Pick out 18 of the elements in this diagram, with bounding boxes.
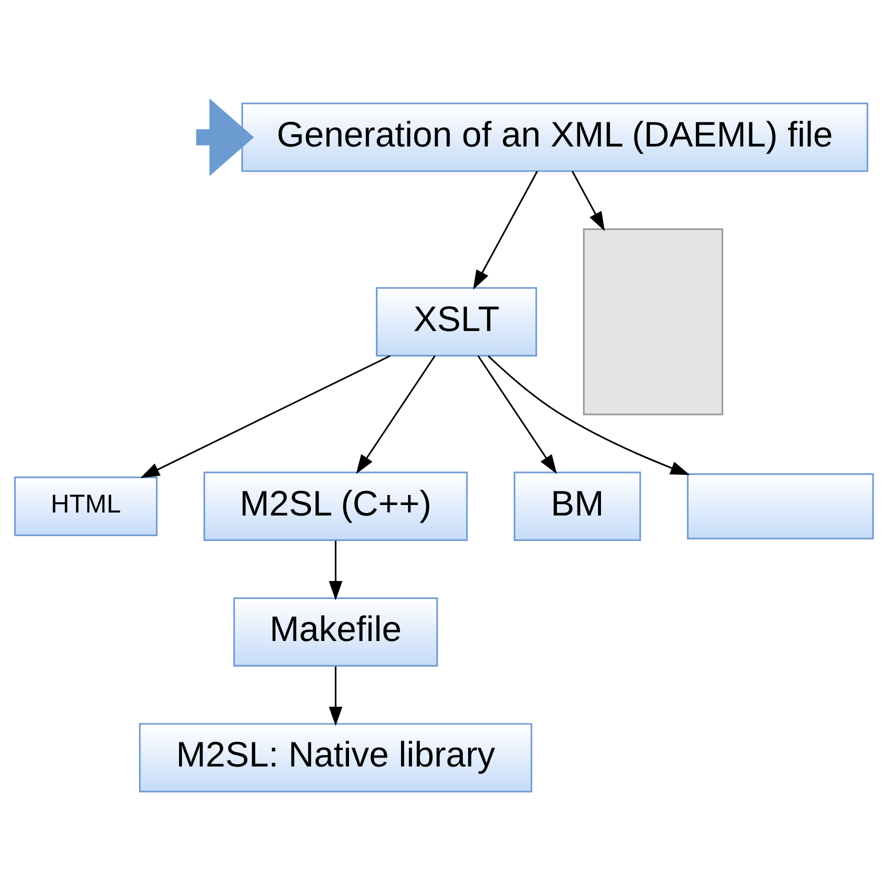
arrow — [477, 355, 557, 474]
arrow — [196, 98, 254, 176]
arrow — [140, 355, 391, 478]
node-box: M2SL: Native library — [139, 723, 532, 792]
arrow — [328, 666, 342, 726]
node-box: XSLT — [376, 287, 538, 356]
node-box: M2SL (C++) — [203, 472, 468, 541]
arrow — [328, 540, 342, 600]
arrow — [488, 355, 690, 476]
node-box — [583, 228, 724, 416]
node-box: BM — [514, 472, 641, 541]
arrow — [356, 355, 436, 474]
arrow — [572, 170, 605, 232]
arrow — [473, 170, 538, 290]
node-box — [686, 473, 874, 540]
node-box: HTML — [14, 476, 158, 536]
node-box: Generation of an XML (DAEML) file — [241, 102, 868, 172]
node-box: Makefile — [233, 597, 438, 667]
